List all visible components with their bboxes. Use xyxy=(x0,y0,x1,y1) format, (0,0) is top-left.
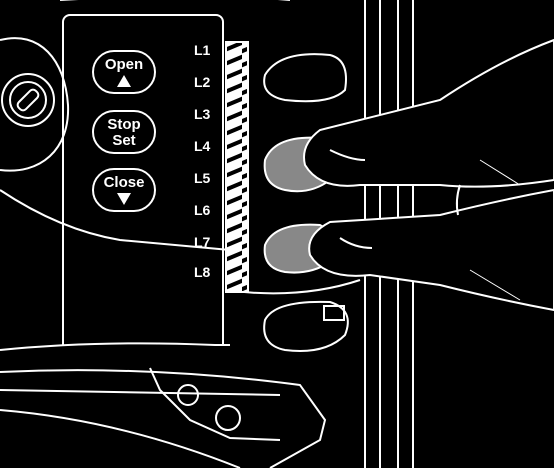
stop-button-label: Stop xyxy=(107,116,141,133)
stop-set-button[interactable]: Stop Set xyxy=(92,110,156,154)
small-switch[interactable] xyxy=(323,305,345,321)
led-strip xyxy=(225,41,249,293)
key-lock-icon xyxy=(0,37,70,172)
open-button[interactable]: Open xyxy=(92,50,156,94)
led-label-l2: L2 xyxy=(194,74,211,90)
led-label-l1: L1 xyxy=(194,42,211,58)
finger-icon xyxy=(303,38,554,312)
side-button-top[interactable] xyxy=(263,53,347,103)
led-label-l5: L5 xyxy=(194,170,211,186)
control-panel xyxy=(62,14,224,346)
close-button-label: Close xyxy=(103,174,145,191)
led-label-l4: L4 xyxy=(194,138,211,154)
close-arrow-down-icon xyxy=(117,193,131,205)
close-button[interactable]: Close xyxy=(92,168,156,212)
led-label-l7: L7 xyxy=(194,234,211,250)
open-button-label: Open xyxy=(104,56,144,73)
led-label-l6: L6 xyxy=(194,202,211,218)
open-arrow-up-icon xyxy=(117,75,131,87)
bottom-slider xyxy=(0,342,327,468)
side-button-bottom[interactable] xyxy=(263,300,349,352)
led-label-l8: L8 xyxy=(194,264,211,280)
housing-outline xyxy=(0,0,290,251)
set-button-label: Set xyxy=(112,132,136,149)
led-label-l3: L3 xyxy=(194,106,211,122)
